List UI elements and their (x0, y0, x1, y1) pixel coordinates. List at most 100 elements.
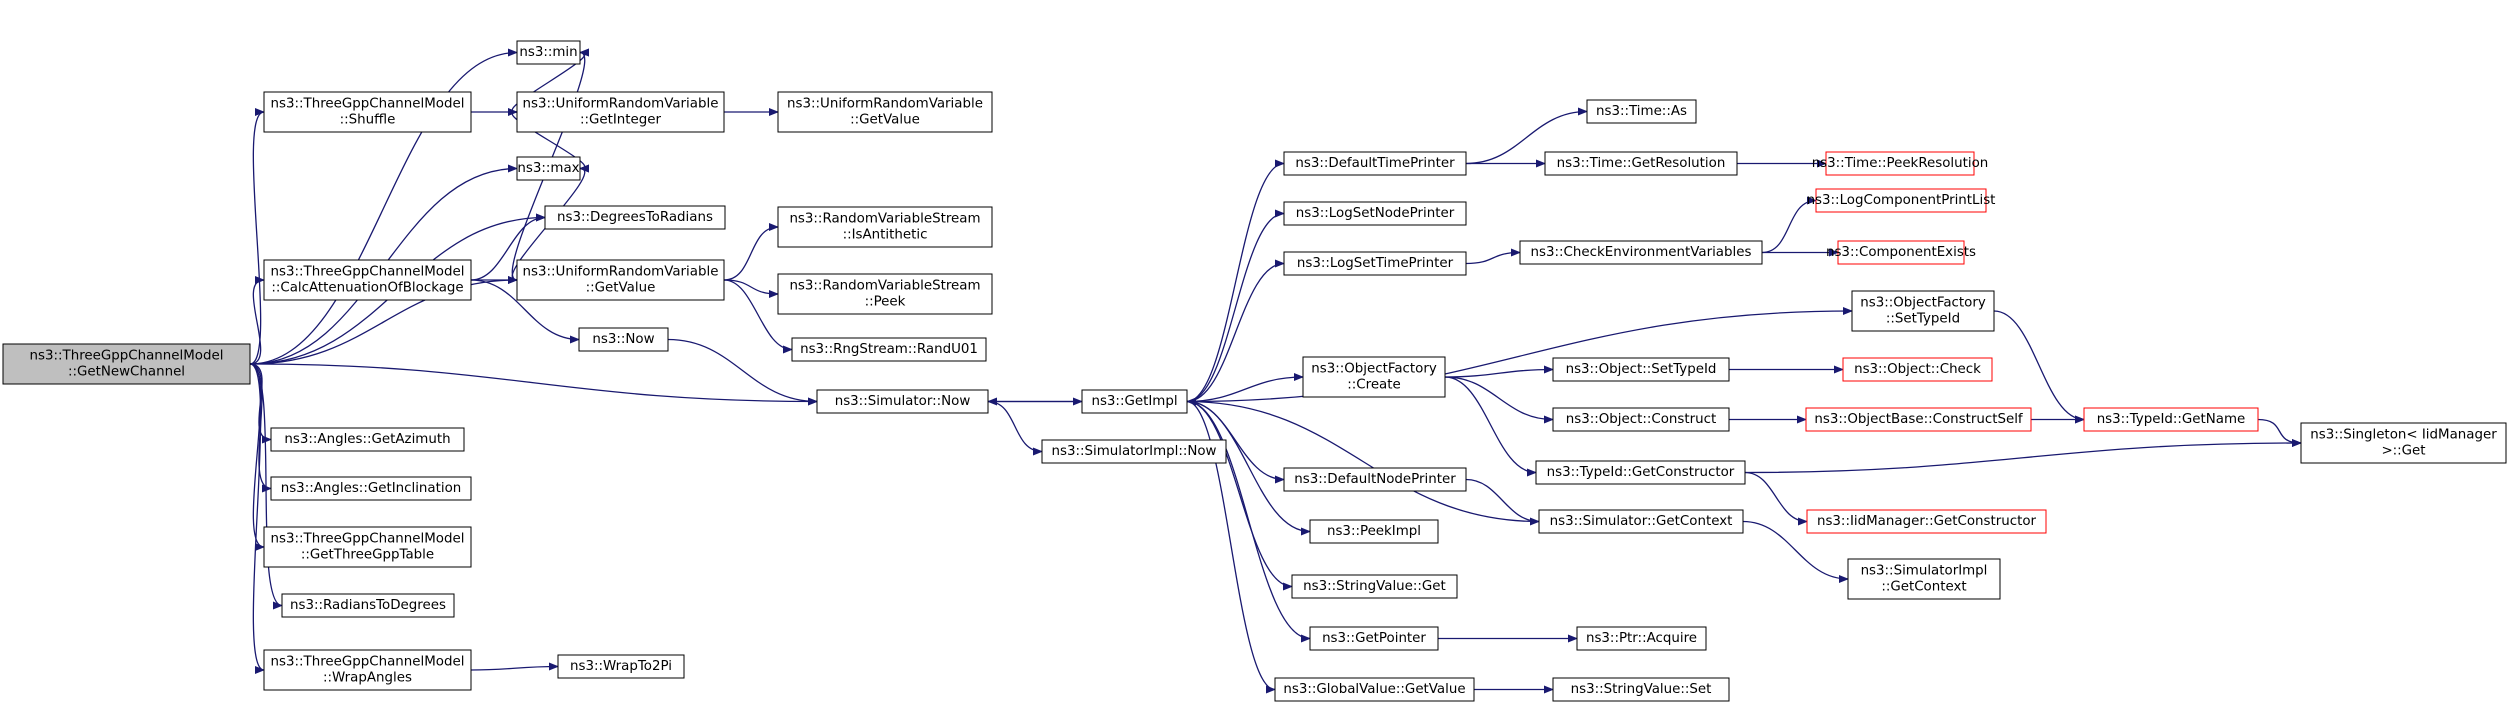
edge-getimpl-to-of-create (1186, 373, 1304, 403)
node-sim-now[interactable]: ns3::Simulator::Now (816, 389, 989, 414)
node-of-create[interactable]: ns3::ObjectFactory::Create (1302, 356, 1446, 398)
node-time-as[interactable]: ns3::Time::As (1586, 99, 1697, 124)
node-box (270, 476, 472, 501)
node-box (777, 206, 993, 248)
node-box (1837, 240, 1965, 265)
node-label: ns3::StringValue::Set (1571, 682, 1712, 697)
node-label: ns3::Time::GetResolution (1557, 156, 1726, 171)
node-box (1805, 407, 2032, 432)
node-getpointer[interactable]: ns3::GetPointer (1309, 626, 1439, 651)
node-singleton-get[interactable]: ns3::Singleton< IidManager>::Get (2300, 422, 2507, 464)
node-globalvalue-getvalue[interactable]: ns3::GlobalValue::GetValue (1274, 677, 1475, 702)
node-simimpl-now[interactable]: ns3::SimulatorImpl::Now (1041, 439, 1227, 464)
node-box (2, 343, 251, 385)
node-ptr-acquire[interactable]: ns3::Ptr::Acquire (1576, 626, 1707, 651)
node-wrapangles[interactable]: ns3::ThreeGppChannelModel::WrapAngles (263, 649, 472, 691)
node-time-peekres[interactable]: ns3::Time::PeekResolution (1812, 151, 1989, 176)
node-urv-getvalue2[interactable]: ns3::UniformRandomVariable::GetValue (777, 91, 993, 133)
node-time-getres[interactable]: ns3::Time::GetResolution (1544, 151, 1738, 176)
node-box (1815, 188, 1987, 213)
node-label: ::GetNewChannel (68, 365, 185, 380)
edge-root-to-wrapangles (249, 363, 265, 674)
node-label: ::IsAntithetic (843, 228, 928, 243)
node-calcatt[interactable]: ns3::ThreeGppChannelModel::CalcAttenuati… (263, 259, 472, 301)
edge-root-to-min (249, 48, 518, 365)
node-label: ns3::Singleton< IidManager (2310, 428, 2497, 443)
node-now[interactable]: ns3::Now (578, 327, 669, 352)
node-typeid-getconstructor[interactable]: ns3::TypeId::GetConstructor (1535, 460, 1746, 485)
node-rad2deg[interactable]: ns3::RadiansToDegrees (281, 593, 455, 618)
edge-of-create-to-typeid-getconstructor (1444, 376, 1537, 477)
node-rvs-isanti[interactable]: ns3::RandomVariableStream::IsAntithetic (777, 206, 993, 248)
edge-of-create-to-obj-settypeid (1444, 365, 1554, 378)
node-box (2300, 422, 2507, 464)
node-box (1291, 574, 1458, 599)
node-getimpl[interactable]: ns3::GetImpl (1081, 389, 1188, 414)
node-box (816, 389, 989, 414)
node-getthreegpptable[interactable]: ns3::ThreeGppChannelModel::GetThreeGppTa… (263, 526, 472, 568)
node-logsetnodeprinter[interactable]: ns3::LogSetNodePrinter (1283, 201, 1467, 226)
node-label: ns3::RngStream::RandU01 (800, 342, 978, 357)
node-max[interactable]: ns3::max (516, 156, 581, 181)
node-checkenv[interactable]: ns3::CheckEnvironmentVariables (1519, 240, 1763, 265)
node-typeid-getname[interactable]: ns3::TypeId::GetName (2083, 407, 2259, 432)
node-label: ns3::Now (592, 332, 654, 347)
node-box (516, 91, 725, 133)
edge-typeid-getconstructor-to-iidmgr-getconstructor (1744, 471, 1808, 526)
node-obj-settypeid[interactable]: ns3::Object::SetTypeId (1552, 357, 1730, 382)
node-simimpl-getcontext[interactable]: ns3::SimulatorImpl::GetContext (1847, 558, 2001, 600)
node-box (578, 327, 669, 352)
node-root[interactable]: ns3::ThreeGppChannelModel::GetNewChannel (2, 343, 251, 385)
node-box (1576, 626, 1707, 651)
node-urv-getvalue[interactable]: ns3::UniformRandomVariable::GetValue (516, 259, 725, 301)
node-randu01[interactable]: ns3::RngStream::RandU01 (791, 337, 987, 362)
node-label: ns3::Angles::GetAzimuth (284, 432, 450, 447)
node-sim-getcontext[interactable]: ns3::Simulator::GetContext (1538, 509, 1744, 534)
node-getinclination[interactable]: ns3::Angles::GetInclination (270, 476, 472, 501)
node-peekimpl[interactable]: ns3::PeekImpl (1309, 519, 1439, 544)
node-shuffle[interactable]: ns3::ThreeGppChannelModel::Shuffle (263, 91, 472, 133)
node-label: ns3::UniformRandomVariable (523, 97, 719, 112)
node-getazimuth[interactable]: ns3::Angles::GetAzimuth (270, 427, 465, 452)
node-box (1283, 201, 1467, 226)
node-obj-construct[interactable]: ns3::Object::Construct (1552, 407, 1730, 432)
node-box (1825, 151, 1975, 176)
node-of-settypeid[interactable]: ns3::ObjectFactory::SetTypeId (1851, 290, 1995, 332)
node-label: ns3::RandomVariableStream (789, 279, 980, 294)
node-label: ns3::ThreeGppChannelModel (30, 349, 224, 364)
node-objbase-constructself[interactable]: ns3::ObjectBase::ConstructSelf (1805, 407, 2032, 432)
node-box (1847, 558, 2001, 600)
node-iidmgr-getconstructor[interactable]: ns3::IidManager::GetConstructor (1806, 509, 2047, 534)
node-deg2rad[interactable]: ns3::DegreesToRadians (544, 205, 726, 230)
edge-of-create-to-obj-construct (1444, 376, 1554, 424)
node-wrapto2pi[interactable]: ns3::WrapTo2Pi (557, 654, 685, 679)
edge-typeid-getconstructor-to-singleton-get (1744, 439, 2302, 474)
node-defnodeprinter[interactable]: ns3::DefaultNodePrinter (1283, 467, 1467, 492)
node-stringvalue-set[interactable]: ns3::StringValue::Set (1552, 677, 1730, 702)
edge-getimpl-to-deftimeprinter (1186, 159, 1285, 403)
node-box (1544, 151, 1738, 176)
edge-root-to-sim-now (249, 363, 818, 406)
node-box (1851, 290, 1995, 332)
node-compexists[interactable]: ns3::ComponentExists (1826, 240, 1976, 265)
node-box (1081, 389, 1188, 414)
node-stringvalue-get[interactable]: ns3::StringValue::Get (1291, 574, 1458, 599)
node-deftimeprinter[interactable]: ns3::DefaultTimePrinter (1283, 151, 1467, 176)
node-label: ns3::DefaultTimePrinter (1295, 156, 1455, 171)
node-label: ns3::CheckEnvironmentVariables (1531, 245, 1752, 260)
node-urv-getinteger[interactable]: ns3::UniformRandomVariable::GetInteger (516, 91, 725, 133)
edge-of-settypeid-to-typeid-getname (1993, 310, 2085, 424)
node-label: >::Get (2381, 444, 2425, 459)
node-label: ns3::ObjectFactory (1311, 362, 1437, 377)
node-label: ns3::SimulatorImpl::Now (1051, 444, 1216, 459)
node-label: ns3::RadiansToDegrees (290, 598, 446, 613)
node-rvs-peek[interactable]: ns3::RandomVariableStream::Peek (777, 273, 993, 315)
node-label: ::Create (1347, 378, 1401, 393)
node-label: ::GetInteger (580, 113, 662, 128)
node-min[interactable]: ns3::min (516, 40, 581, 65)
node-obj-check[interactable]: ns3::Object::Check (1842, 357, 1993, 382)
node-logsettimeprinter[interactable]: ns3::LogSetTimePrinter (1283, 251, 1467, 276)
node-box (263, 259, 472, 301)
node-logcompprintlist[interactable]: ns3::LogComponentPrintList (1807, 188, 1996, 213)
